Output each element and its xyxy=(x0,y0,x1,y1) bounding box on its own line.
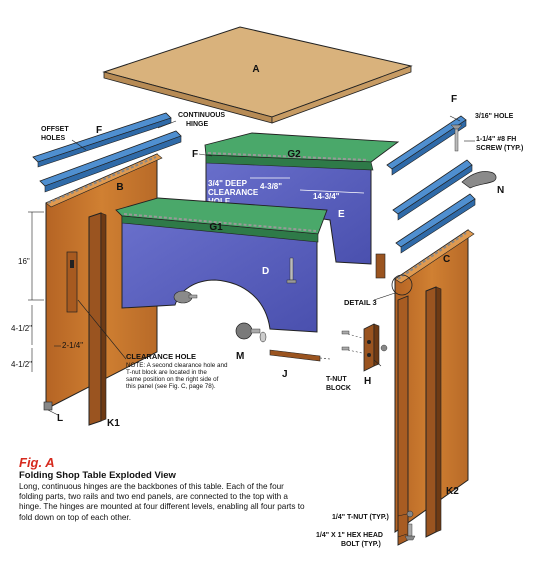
hex-bolt-line-1: 1/4" X 1" HEX HEAD xyxy=(316,532,383,539)
rod-j: J xyxy=(269,349,331,380)
part-label-a: A xyxy=(252,64,259,75)
dim-4-half-a: 4-1/2" xyxy=(11,324,32,333)
part-label-c: C xyxy=(443,254,450,265)
hex-bolt-line-2: BOLT (TYP.) xyxy=(341,541,381,548)
dim-14-3-4: 14-3/4" xyxy=(313,192,340,201)
clearance-hole-label: CLEARANCE HOLE xyxy=(126,352,196,361)
back-rail-dimensions: 4-3/8" 14-3/4" 3/4" DEEP CLEARANCE HOLE xyxy=(208,177,365,206)
clearance-note-4: this panel (see Fig. C, page 78). xyxy=(126,383,216,390)
fh-screw-line-1: 1-1/4" #8 FH xyxy=(476,136,516,143)
hole-3-16-label: 3/16" HOLE xyxy=(475,113,514,120)
left-hinge-strips: F xyxy=(32,112,182,193)
tnut-block-line-1: T-NUT xyxy=(326,376,347,383)
part-label-l: L xyxy=(57,413,63,424)
tabletop-a: A xyxy=(102,26,413,124)
deep-clearance-line-2: CLEARANCE xyxy=(208,188,259,197)
tnut-block-line-2: BLOCK xyxy=(326,385,351,392)
tnut-block-h: H xyxy=(341,323,388,387)
part-label-h: H xyxy=(364,376,371,387)
slot-hole xyxy=(70,260,74,268)
detail-3-marker xyxy=(373,274,413,301)
leg-k1: K1 xyxy=(88,212,120,429)
part-label-g1: G1 xyxy=(209,222,223,233)
handle-n: N xyxy=(461,171,504,196)
part-label-f-g2: F xyxy=(192,149,198,160)
leader-lines xyxy=(71,115,475,538)
left-dimensions: 16" 4-1/2" 4-1/2" 2-1/4" xyxy=(11,211,83,372)
part-label-j: J xyxy=(282,369,288,380)
fh-screw-line-2: SCREW (TYP.) xyxy=(476,145,523,152)
dim-4-3-8: 4-3/8" xyxy=(260,182,282,191)
continuous-hinge-line-1: CONTINUOUS xyxy=(178,112,225,119)
part-label-m: M xyxy=(236,351,244,362)
right-front-leg xyxy=(397,295,409,546)
figure-caption: Fig. A Folding Shop Table Exploded View … xyxy=(19,456,309,523)
rail-block xyxy=(375,253,386,279)
dim-4-half-b: 4-1/2" xyxy=(11,360,32,369)
deep-clearance-line-1: 3/4" DEEP xyxy=(208,179,248,188)
right-hinge-strips: F xyxy=(386,94,476,254)
dim-16: 16" xyxy=(18,257,30,266)
offset-holes-line-1: OFFSET xyxy=(41,126,69,133)
part-label-k2: K2 xyxy=(446,486,459,497)
clearance-note-2: T-nut block are located in the xyxy=(126,369,207,376)
g1-cleat: G1 xyxy=(115,197,328,243)
part-label-b: B xyxy=(116,182,123,193)
clearance-note-3: same position on the right side of xyxy=(126,376,219,383)
part-label-k1: K1 xyxy=(107,418,120,429)
offset-holes-line-2: HOLES xyxy=(41,135,65,142)
deep-clearance-line-3: HOLE xyxy=(208,197,231,206)
part-label-e: E xyxy=(338,209,345,220)
continuous-hinge-line-2: HINGE xyxy=(186,121,209,128)
figure-number: Fig. A xyxy=(19,455,55,470)
figure-title: Folding Shop Table Exploded View xyxy=(19,470,176,481)
foot-l: L xyxy=(43,401,63,424)
part-label-g2: G2 xyxy=(287,149,301,160)
tnut-typ-label: 1/4" T-NUT (TYP.) xyxy=(332,514,389,521)
figure-description: Long, continuous hinges are the backbone… xyxy=(19,482,305,522)
knob-under-rail xyxy=(173,290,198,304)
part-label-d: D xyxy=(262,266,269,277)
dim-2-quarter: 2-1/4" xyxy=(62,341,83,350)
g2-cleat: G2 xyxy=(204,132,400,171)
clearance-slot xyxy=(66,251,78,313)
rail-screw xyxy=(286,257,297,284)
fh-screw xyxy=(450,124,463,152)
part-label-n: N xyxy=(497,185,504,196)
leg-k2: K2 xyxy=(425,286,459,538)
part-label-f-right: F xyxy=(451,94,457,105)
part-label-f-left: F xyxy=(96,125,102,136)
detail-3-label: DETAIL 3 xyxy=(344,298,377,307)
clearance-note-1: NOTE: A second clearance hole and xyxy=(126,362,228,369)
knob-m: M xyxy=(235,322,267,362)
